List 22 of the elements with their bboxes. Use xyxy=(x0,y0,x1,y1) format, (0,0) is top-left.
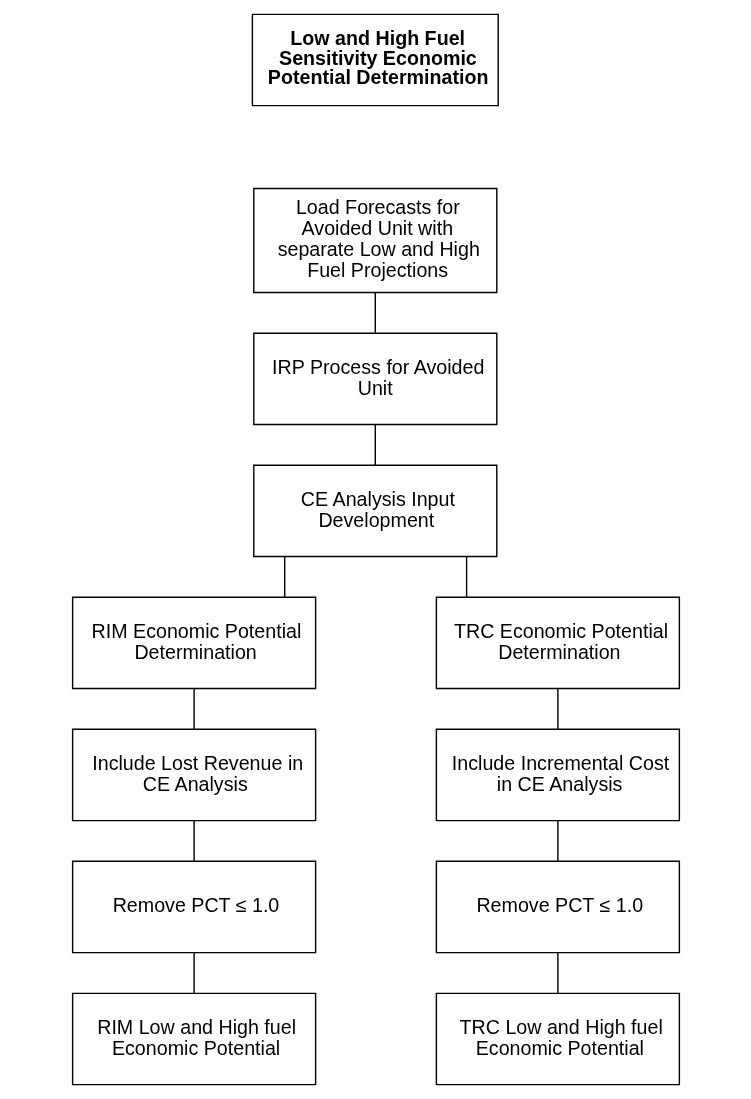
node-box: Load Forecasts for Avoided Unit with separate Low and High Fuel Projections xyxy=(252,187,497,294)
node-box: Include Incremental Cost in CE Analysis xyxy=(435,728,680,822)
node-box: CE Analysis Input Development xyxy=(252,464,497,558)
connector xyxy=(374,423,376,466)
connector xyxy=(556,688,559,730)
connector xyxy=(556,952,559,994)
node-box: RIM Economic Potential Determination xyxy=(71,596,316,690)
node-box: Include Lost Revenue in CE Analysis xyxy=(71,728,316,822)
node-box: IRP Process for Avoided Unit xyxy=(252,332,497,426)
node-box: Low and High Fuel Sensitivity Economic Potential Determination xyxy=(251,13,499,107)
node-box: Remove PCT ≤ 1.0 xyxy=(71,860,316,954)
connector xyxy=(192,820,195,862)
connector xyxy=(465,555,467,598)
connector xyxy=(556,820,559,862)
node-box: TRC Economic Potential Determination xyxy=(435,596,680,690)
node-box: TRC Low and High fuel Economic Potential xyxy=(435,992,680,1086)
node-box: Remove PCT ≤ 1.0 xyxy=(435,860,680,954)
connector xyxy=(283,555,285,598)
node-box: RIM Low and High fuel Economic Potential xyxy=(71,992,316,1086)
connector xyxy=(192,688,195,730)
connector xyxy=(374,292,376,334)
connector xyxy=(192,952,195,994)
